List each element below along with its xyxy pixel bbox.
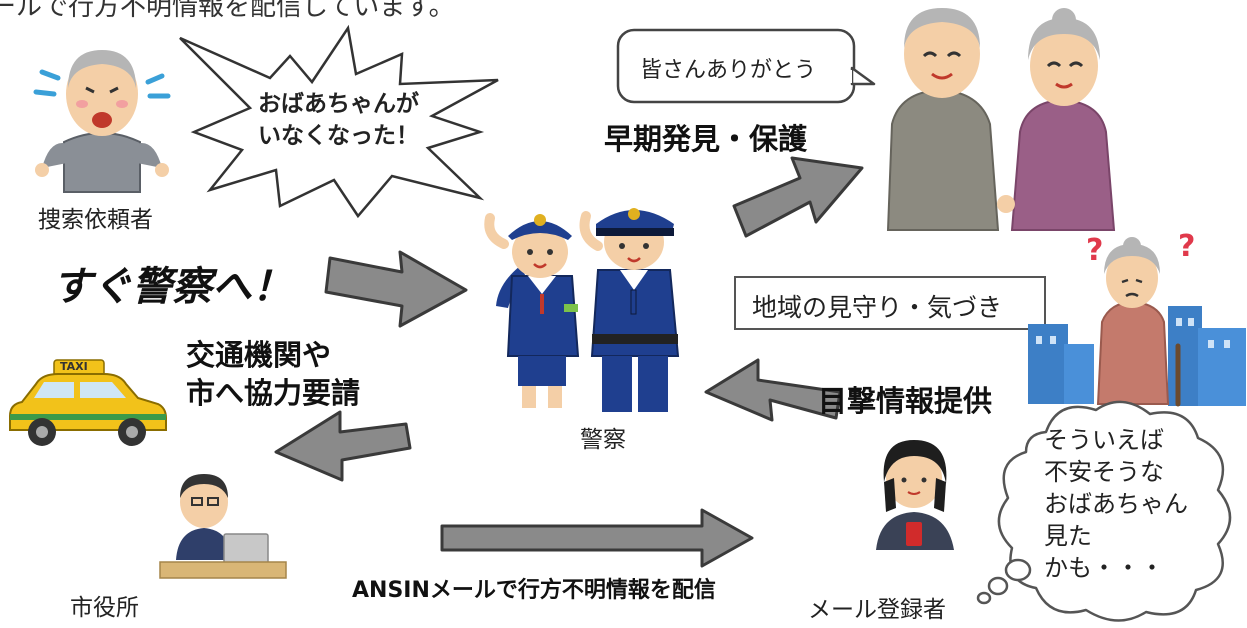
thought-cloud bbox=[976, 400, 1232, 622]
requester-illustration bbox=[33, 50, 171, 193]
police-illustration bbox=[484, 208, 680, 412]
taxi-illustration bbox=[9, 359, 167, 446]
cloud-line-4: 見た bbox=[1044, 522, 1092, 550]
cloud-line-5: かも・・・ bbox=[1044, 554, 1164, 582]
mail-registrant-label: メール登録者 bbox=[808, 597, 946, 623]
arrow-to-elderly bbox=[732, 156, 864, 238]
shout-burst bbox=[179, 24, 499, 219]
thanks-bubble bbox=[616, 28, 876, 104]
svg-text:?: ? bbox=[1086, 233, 1103, 268]
heading-sighting: 目撃情報提供 bbox=[818, 384, 993, 418]
requester-label: 捜索依頼者 bbox=[38, 207, 153, 233]
cloud-line-1: そういえば bbox=[1044, 426, 1164, 454]
heading-to-police: すぐ警察へ！ bbox=[52, 264, 292, 310]
watch-box bbox=[734, 276, 1046, 330]
arrow-to-cityhall bbox=[274, 410, 412, 482]
shout-line-1: おばあちゃんが bbox=[258, 91, 419, 117]
watch-text: 地域の見守り・気づき bbox=[752, 293, 1003, 322]
arrow-to-police bbox=[324, 250, 468, 328]
cityhall-illustration bbox=[159, 474, 287, 579]
lost-grandma-illustration: ? ? bbox=[1028, 229, 1246, 407]
svg-text:?: ? bbox=[1178, 229, 1195, 264]
top-cut-text: ールで行方不明情報を配信しています。 bbox=[0, 0, 455, 22]
cityhall-label: 市役所 bbox=[70, 595, 139, 621]
mail-registrant-illustration bbox=[876, 440, 954, 550]
cloud-line-2: 不安そうな bbox=[1044, 458, 1164, 486]
elderly-couple-illustration bbox=[886, 8, 1116, 231]
taxi-sign: TAXI bbox=[60, 360, 88, 373]
arrow-ansin bbox=[440, 508, 754, 568]
heading-cooperation-1: 交通機関や bbox=[186, 338, 332, 372]
heading-ansin: ANSINメールで行方不明情報を配信 bbox=[352, 578, 716, 603]
arrow-sighting bbox=[704, 358, 842, 422]
shout-line-2: いなくなった！ bbox=[258, 123, 419, 149]
police-label: 警察 bbox=[580, 427, 626, 453]
cloud-line-3: おばあちゃん bbox=[1044, 490, 1188, 518]
heading-early: 早期発見・保護 bbox=[604, 122, 808, 156]
thanks-text: 皆さんありがとう bbox=[640, 58, 817, 83]
heading-cooperation-2: 市へ協力要請 bbox=[186, 376, 361, 410]
